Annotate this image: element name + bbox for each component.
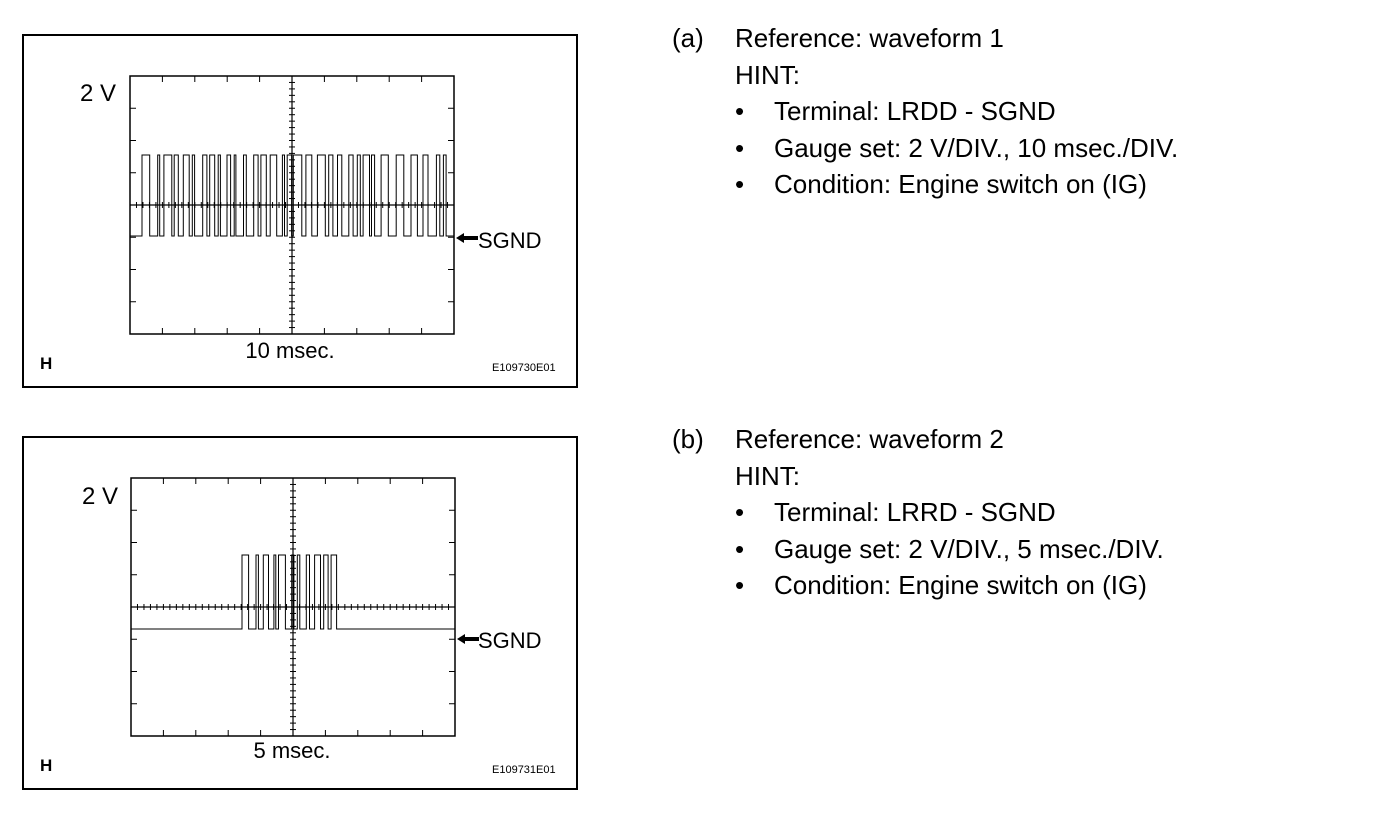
volt-div-label: 2 V <box>82 483 119 510</box>
reference-title: Reference: waveform 2 <box>735 424 1004 454</box>
signal-trace <box>130 154 454 237</box>
oscilloscope-screen-1 <box>129 75 478 335</box>
hint-heading: HINT: <box>735 59 800 90</box>
sgnd-arrow-shaft <box>465 637 479 641</box>
waveform-panel-1: 2 V SGND 10 msec. H E109730E01 <box>22 34 578 388</box>
sgnd-arrow-icon <box>457 634 465 644</box>
item-tag: (a) <box>672 23 704 53</box>
hint-condition: Condition: Engine switch on (IG) <box>735 567 1375 604</box>
reference-title: Reference: waveform 1 <box>735 23 1004 53</box>
hint-list: Terminal: LRDD - SGND Gauge set: 2 V/DIV… <box>735 93 1375 203</box>
oscilloscope-screen-2 <box>130 477 479 737</box>
sgnd-arrow-icon <box>456 233 464 243</box>
time-div-label: 5 msec. <box>253 738 331 763</box>
h-label: H <box>40 756 53 775</box>
hint-list: Terminal: LRRD - SGND Gauge set: 2 V/DIV… <box>735 494 1375 604</box>
time-div-label: 10 msec. <box>245 338 335 363</box>
hint-gauge-set: Gauge set: 2 V/DIV., 5 msec./DIV. <box>735 531 1375 568</box>
hint-terminal: Terminal: LRDD - SGND <box>735 93 1375 130</box>
hint-gauge-set: Gauge set: 2 V/DIV., 10 msec./DIV. <box>735 130 1375 167</box>
description-body: Reference: waveform 1 HINT: Terminal: LR… <box>735 20 1375 203</box>
h-label: H <box>40 354 53 373</box>
sgnd-label: SGND <box>478 628 542 653</box>
signal-trace <box>131 554 455 630</box>
item-tag: (b) <box>672 424 704 454</box>
description-body: Reference: waveform 2 HINT: Terminal: LR… <box>735 421 1375 604</box>
figure-code: E109730E01 <box>492 362 556 374</box>
sgnd-label: SGND <box>478 228 542 253</box>
sgnd-arrow-shaft <box>464 236 478 240</box>
waveform-panel-2: 2 V SGND 5 msec. H E109731E01 <box>22 436 578 790</box>
hint-terminal: Terminal: LRRD - SGND <box>735 494 1375 531</box>
hint-condition: Condition: Engine switch on (IG) <box>735 166 1375 203</box>
volt-div-label: 2 V <box>80 80 117 107</box>
figure-code: E109731E01 <box>492 764 556 776</box>
hint-heading: HINT: <box>735 460 800 491</box>
